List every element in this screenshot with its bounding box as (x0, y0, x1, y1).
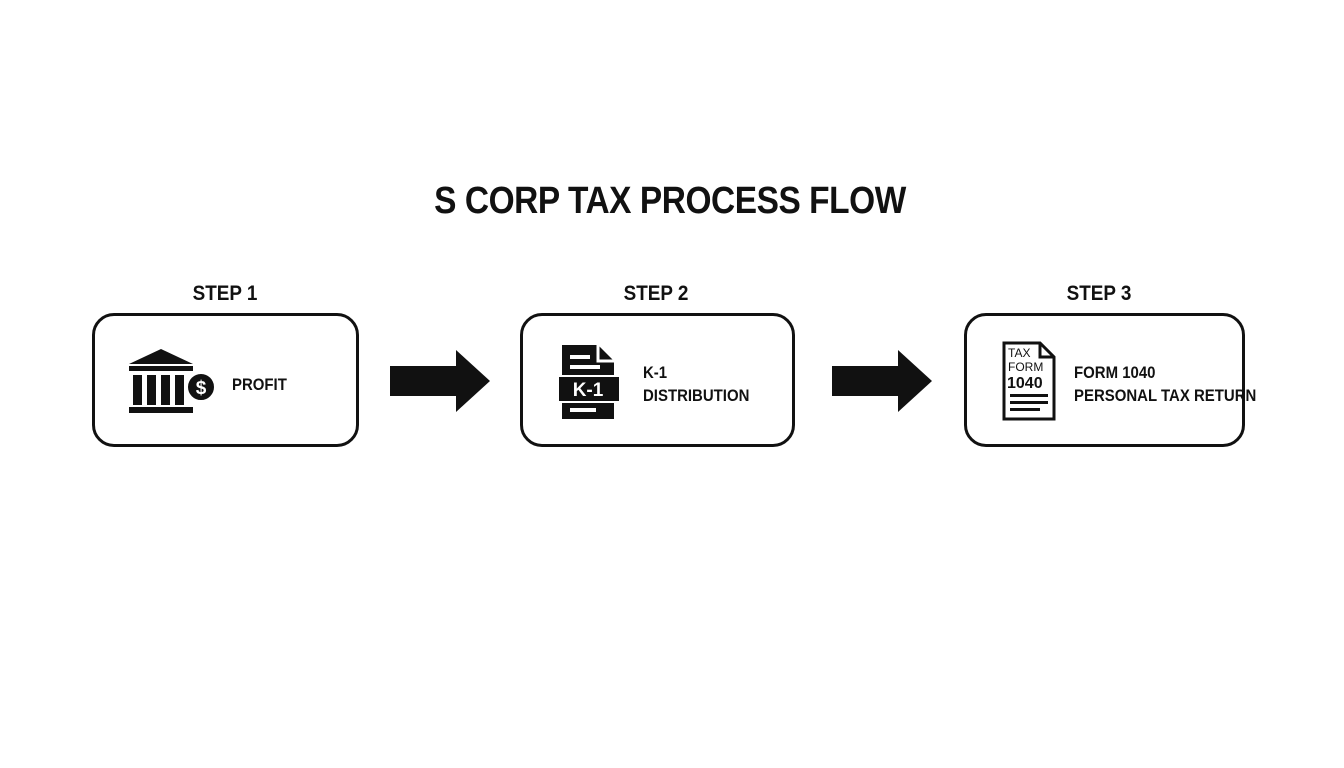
step-3-box: TAX FORM 1040 FORM 1040 PERSONAL TAX RET… (964, 313, 1256, 447)
tax-form-icon-text-2: FORM (1008, 360, 1043, 374)
step-1-label: STEP 1 (192, 282, 258, 305)
diagram-title: S CORP TAX PROCESS FLOW (434, 180, 906, 222)
svg-text:$: $ (196, 378, 207, 399)
step-3-line-2: PERSONAL TAX RETURN (1074, 386, 1257, 405)
step-2-line-2: DISTRIBUTION (643, 386, 750, 405)
bank-dollar-icon: $ (129, 349, 216, 413)
step-2-text: K-1 DISTRIBUTION (643, 361, 749, 407)
tax-form-icon-text-3: 1040 (1007, 375, 1043, 392)
step-2-box: K-1 K-1 DISTRIBUTION (520, 313, 795, 447)
k1-icon-text: K-1 (573, 380, 604, 401)
step-1-line-1: PROFIT (232, 375, 287, 394)
k1-document-icon: K-1 (558, 345, 621, 419)
tax-form-icon-text-1: TAX (1008, 346, 1030, 360)
step-3-text: FORM 1040 PERSONAL TAX RETURN (1074, 361, 1256, 407)
step-3-line-1: FORM 1040 (1074, 363, 1156, 382)
step-2-line-1: K-1 (643, 363, 668, 382)
step-1-box: $ PROFIT (92, 313, 359, 447)
tax-form-icon: TAX FORM 1040 (1002, 341, 1056, 421)
step-1-text: PROFIT (232, 373, 287, 396)
step-3-label: STEP 3 (1066, 282, 1132, 305)
arrow-right-icon (390, 350, 490, 412)
arrow-right-icon (832, 350, 932, 412)
step-2-label: STEP 2 (623, 282, 689, 305)
